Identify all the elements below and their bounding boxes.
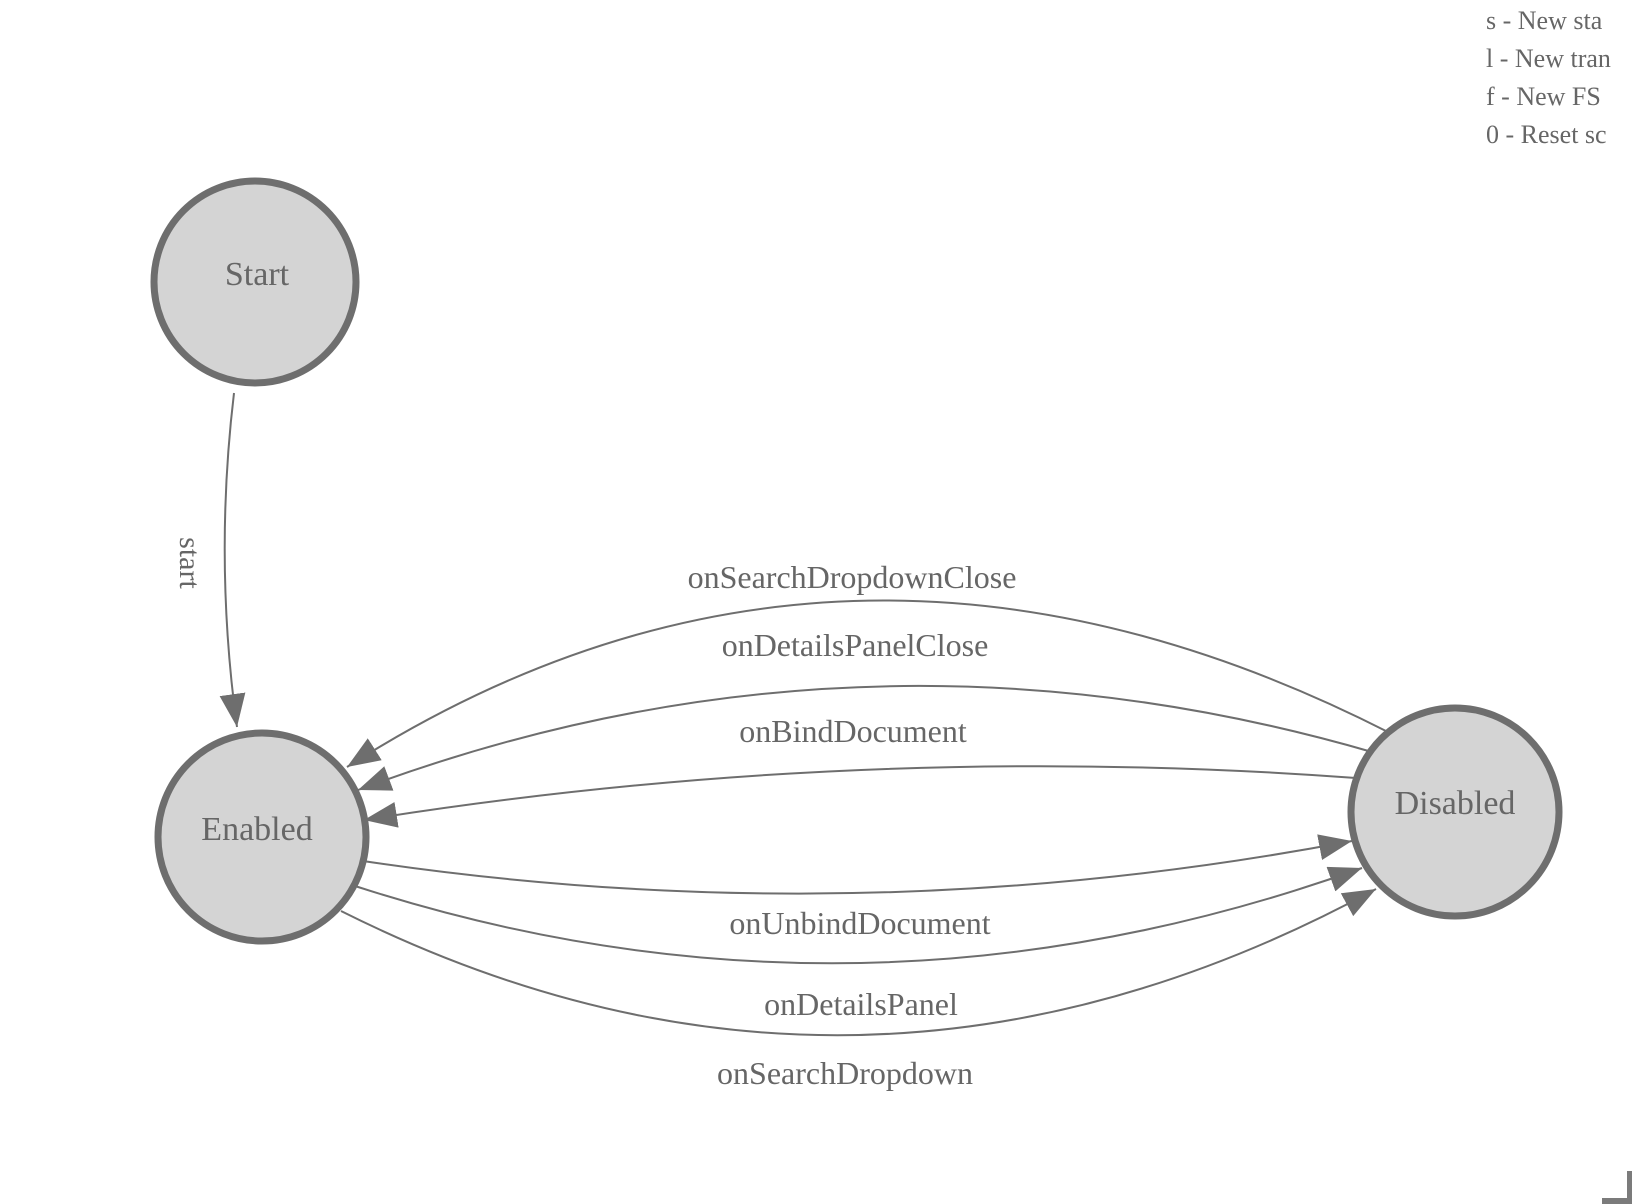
edge-on-details-panel (354, 866, 1363, 965)
edge-on-search-dropdown-close (346, 599, 1391, 768)
edges-layer (219, 392, 1391, 1037)
state-node-start[interactable]: Start (150, 177, 360, 387)
edge-label-on-details-panel: onDetailsPanel (764, 986, 958, 1022)
state-node-disabled[interactable]: Disabled (1347, 704, 1563, 920)
corner-bracket (1602, 1171, 1632, 1204)
state-label-start: Start (225, 256, 290, 293)
edge-label-on-details-panel-close: onDetailsPanelClose (722, 627, 989, 663)
state-node-enabled[interactable]: Enabled (154, 729, 370, 945)
state-circle-start[interactable] (150, 177, 360, 387)
edge-label-on-search-dropdown: onSearchDropdown (717, 1055, 973, 1091)
edge-on-details-panel-close (357, 684, 1373, 791)
shortcuts-legend: s - New sta l - New tran f - New FS 0 - … (1486, 2, 1611, 154)
edge-on-search-dropdown (340, 888, 1377, 1037)
state-circle-enabled[interactable] (154, 729, 370, 945)
state-label-disabled: Disabled (1395, 785, 1516, 822)
edge-labels-layer: start onSearchDropdownClose onDetailsPan… (173, 537, 1016, 1091)
state-circle-disabled[interactable] (1347, 704, 1563, 920)
legend-item-new-transition: l - New tran (1486, 44, 1611, 73)
edge-on-unbind-document (362, 834, 1353, 895)
edge-label-on-unbind-document: onUnbindDocument (729, 905, 990, 941)
legend-item-new-fsm: f - New FS (1486, 82, 1601, 111)
edge-label-on-bind-document: onBindDocument (739, 713, 967, 749)
state-label-enabled: Enabled (201, 811, 312, 848)
legend-item-reset-scale: 0 - Reset sc (1486, 120, 1607, 149)
edge-label-start: start (173, 537, 206, 589)
edge-on-bind-document (363, 765, 1357, 828)
edge-start (219, 392, 246, 728)
legend-item-new-state: s - New sta (1486, 6, 1603, 35)
edge-label-on-search-dropdown-close: onSearchDropdownClose (688, 559, 1017, 595)
